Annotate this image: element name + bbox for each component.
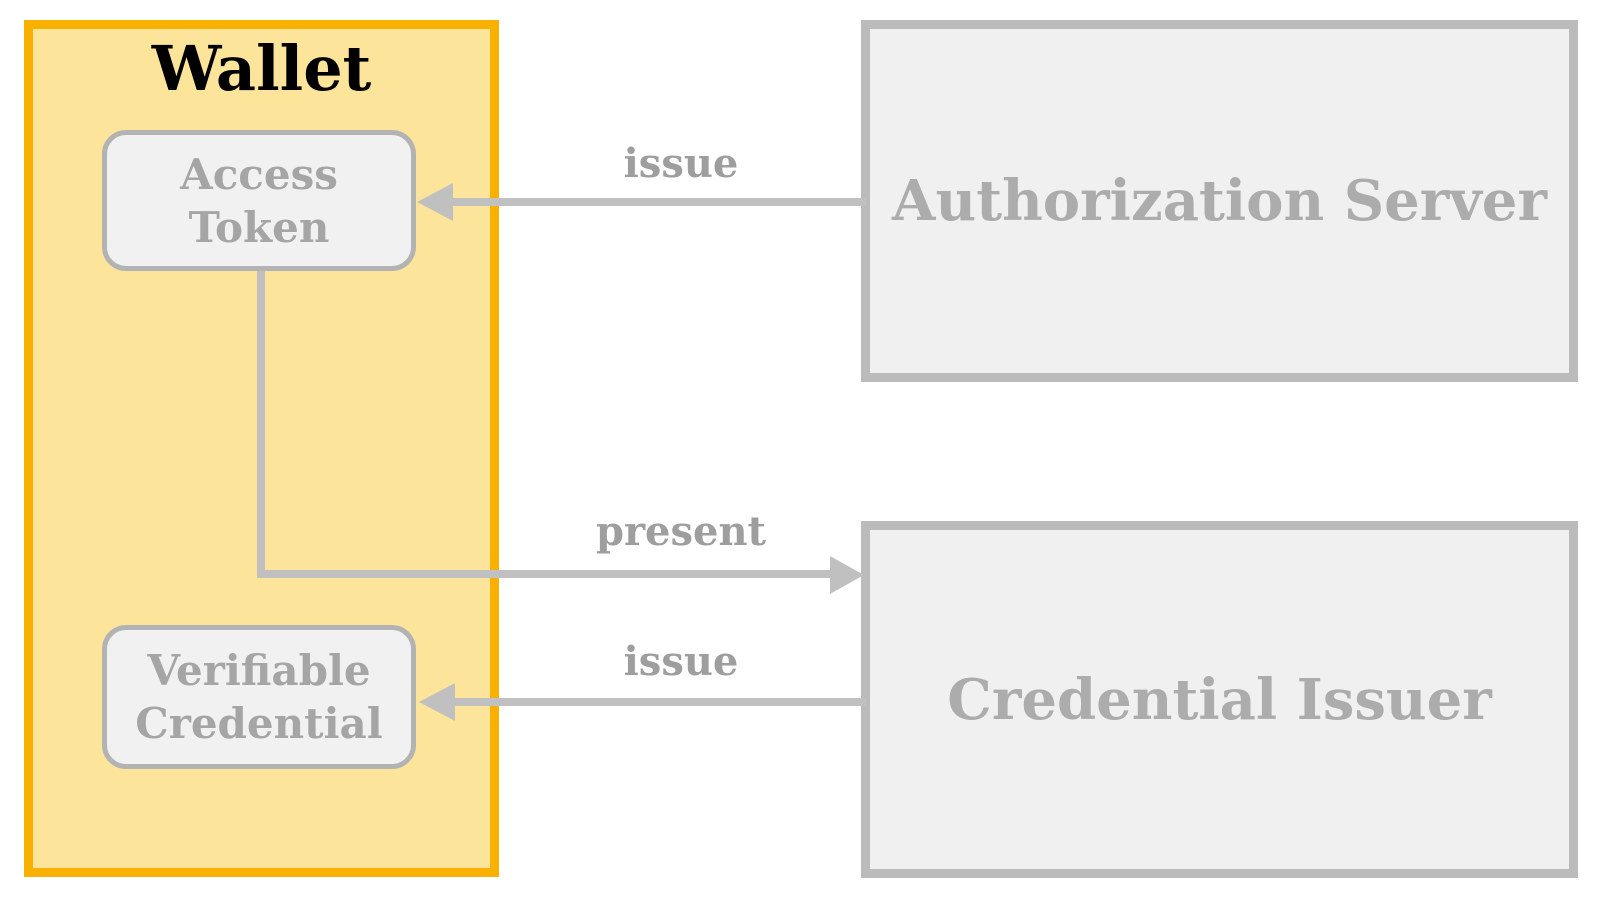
present-arrow-horizontal-segment [257,570,833,578]
present-arrowhead-icon [830,556,864,594]
issue-token-label: issue [623,140,739,187]
issue-token-arrowhead-icon [417,183,453,221]
wallet-title: Wallet [151,32,372,105]
access-token-node: Access Token [102,130,416,271]
present-label: present [595,508,767,555]
issue-credential-arrowhead-icon [419,683,455,721]
issue-credential-arrow-line [452,698,866,706]
authorization-server-node: Authorization Server [861,20,1578,382]
issue-token-arrow-line [450,198,866,206]
credential-issuer-node: Credential Issuer [861,521,1578,878]
present-arrow-vertical-segment [257,271,265,578]
verifiable-credential-node: Verifiable Credential [102,625,416,769]
issue-credential-label: issue [623,638,739,685]
